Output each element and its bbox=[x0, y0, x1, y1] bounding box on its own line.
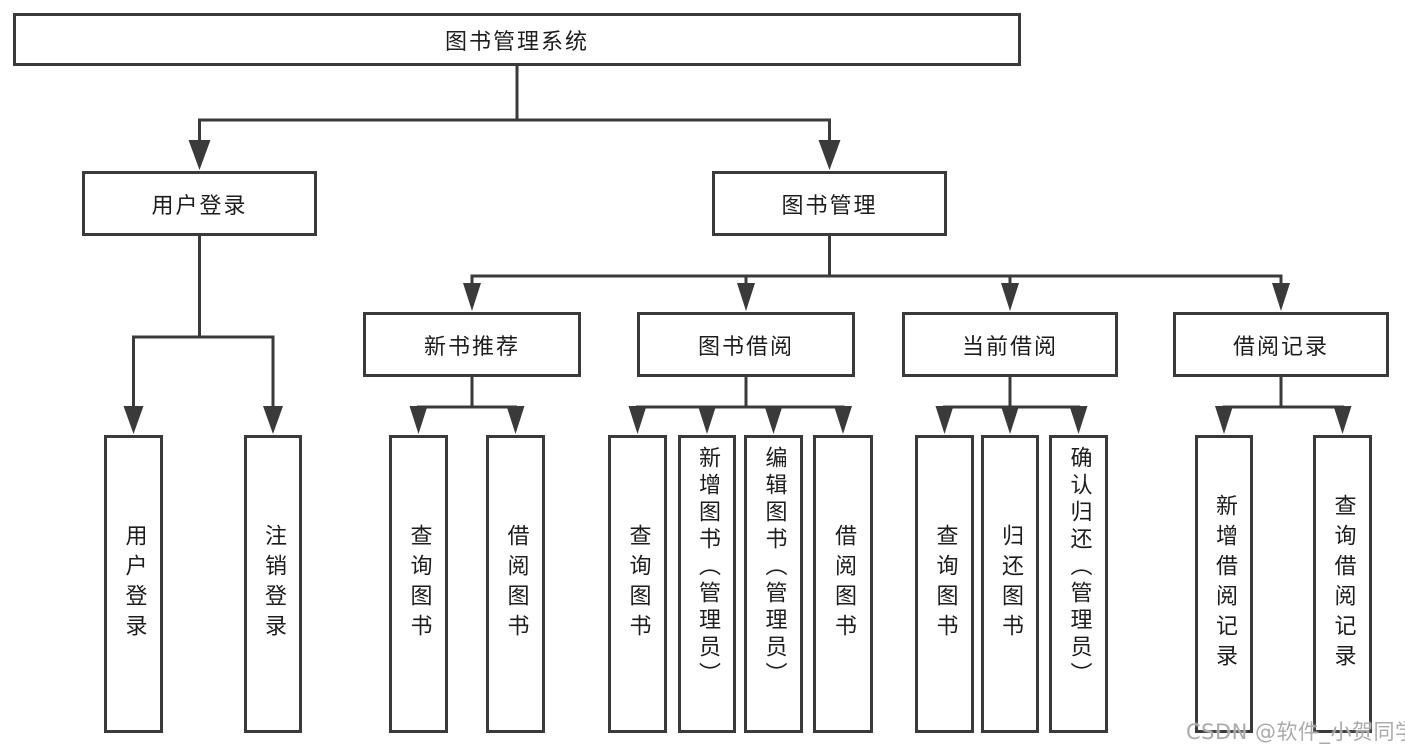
node-query-books-recommend: 查询图书 bbox=[389, 435, 448, 733]
watermark: CSDN @软件_小贺同学 bbox=[1186, 720, 1405, 744]
node-confirm-return-admin: 确认归还（管理员） bbox=[1049, 435, 1108, 733]
node-return-books: 归还图书 bbox=[981, 435, 1039, 733]
node-borrow-books-recommend: 借阅图书 bbox=[486, 435, 545, 733]
node-user-login-leaf-label: 用户登录 bbox=[121, 524, 147, 644]
node-borrow-records: 借阅记录 bbox=[1173, 312, 1389, 377]
node-logout-leaf-label: 注销登录 bbox=[261, 524, 286, 644]
node-book-borrow: 图书借阅 bbox=[637, 312, 855, 377]
node-user-login: 用户登录 bbox=[82, 171, 317, 236]
node-new-book-recommend-label: 新书推荐 bbox=[423, 334, 520, 360]
node-confirm-return-admin-label: 确认归还（管理员） bbox=[1066, 446, 1092, 689]
node-add-borrow-record: 新增借阅记录 bbox=[1195, 435, 1253, 733]
node-borrow-books-leaf: 借阅图书 bbox=[813, 435, 873, 733]
node-current-borrow-label: 当前借阅 bbox=[961, 334, 1058, 360]
node-query-books-recommend-label: 查询图书 bbox=[406, 524, 432, 644]
node-library-system: 图书管理系统 bbox=[13, 13, 1021, 66]
node-query-borrow-record-label: 查询借阅记录 bbox=[1330, 494, 1356, 674]
node-book-management: 图书管理 bbox=[712, 171, 947, 236]
node-user-login-leaf: 用户登录 bbox=[104, 435, 163, 733]
node-add-book-admin-label: 新增图书（管理员） bbox=[695, 446, 720, 689]
node-edit-book-admin-label: 编辑图书（管理员） bbox=[761, 446, 787, 689]
node-borrow-books-leaf-label: 借阅图书 bbox=[831, 524, 856, 644]
node-edit-book-admin: 编辑图书（管理员） bbox=[744, 435, 803, 733]
node-query-borrow-record: 查询借阅记录 bbox=[1313, 435, 1372, 733]
node-return-books-label: 归还图书 bbox=[998, 524, 1023, 644]
node-borrow-books-recommend-label: 借阅图书 bbox=[503, 524, 529, 644]
node-logout-leaf: 注销登录 bbox=[244, 435, 302, 733]
node-borrow-records-label: 借阅记录 bbox=[1232, 334, 1329, 360]
node-query-books-borrow-label: 查询图书 bbox=[625, 524, 651, 644]
node-add-book-admin: 新增图书（管理员） bbox=[678, 435, 736, 733]
node-library-system-label: 图书管理系统 bbox=[444, 29, 589, 55]
node-new-book-recommend: 新书推荐 bbox=[363, 312, 581, 377]
node-query-books-current: 查询图书 bbox=[915, 435, 974, 733]
node-book-management-label: 图书管理 bbox=[781, 193, 878, 219]
node-add-borrow-record-label: 新增借阅记录 bbox=[1212, 494, 1237, 674]
node-current-borrow: 当前借阅 bbox=[902, 312, 1118, 377]
node-book-borrow-label: 图书借阅 bbox=[697, 334, 794, 360]
node-user-login-label: 用户登录 bbox=[151, 193, 248, 219]
node-query-books-current-label: 查询图书 bbox=[932, 524, 958, 644]
node-query-books-borrow: 查询图书 bbox=[608, 435, 667, 733]
